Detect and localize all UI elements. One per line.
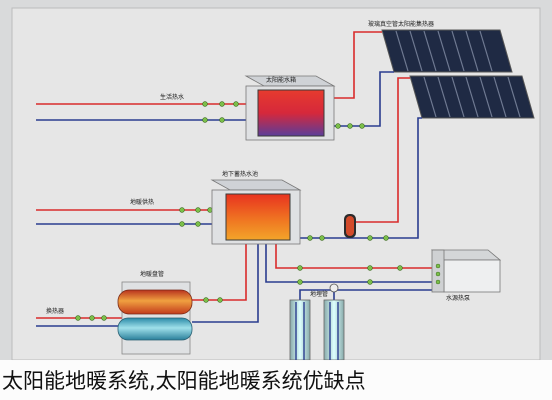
pipe-collector-hot-down bbox=[326, 40, 355, 99]
label-buried-pipe: 地埋管 bbox=[310, 290, 328, 298]
label-floor-heating-tank: 地下蓄热水池 bbox=[222, 170, 258, 178]
solar-water-tank: 太阳能水箱 生活热水 bbox=[160, 75, 336, 141]
pipe-well-link bbox=[299, 289, 436, 300]
solar-panel-bottom bbox=[409, 75, 535, 119]
pipe-collector-cold bbox=[326, 71, 394, 127]
label-domestic-hot-water: 生活热水 bbox=[160, 93, 184, 101]
label-heat-pump: 水源热泵 bbox=[446, 294, 470, 302]
well-right bbox=[323, 299, 345, 361]
pipe-collector-hot bbox=[353, 31, 382, 40]
pipe-collector-cold2 bbox=[290, 117, 422, 239]
expansion-vessel bbox=[344, 214, 356, 238]
cylinder-cold bbox=[117, 317, 193, 341]
heat-pump-unit: 水源热泵 bbox=[430, 249, 502, 302]
pipe-tank2-hot-right bbox=[275, 244, 436, 269]
label-solar-tank: 太阳能水箱 bbox=[266, 76, 296, 84]
floor-heating-storage-tank: 地下蓄热水池 地暖供热 bbox=[130, 170, 302, 245]
heat-exchanger-unit: 地暖盘管 换热器 bbox=[46, 270, 193, 355]
solar-collector-array: 玻璃真空管太阳能集热器 bbox=[368, 20, 535, 119]
pipe-tank2-hot-down bbox=[192, 244, 247, 301]
well-left bbox=[289, 299, 311, 361]
pipe-tank2-cold-right bbox=[265, 244, 436, 283]
cylinder-hot bbox=[117, 289, 193, 315]
caption-bar bbox=[0, 360, 552, 400]
label-floor-heating-coil: 地暖盘管 bbox=[140, 270, 164, 278]
solar-panel-top bbox=[381, 29, 513, 73]
label-floor-heating-supply: 地暖供热 bbox=[130, 198, 154, 206]
ground-wells: 地埋管 bbox=[289, 283, 345, 361]
caption-text: 太阳能地暖系统,太阳能地暖系统优缺点 bbox=[2, 369, 366, 393]
valves bbox=[75, 101, 403, 321]
label-solar-collector: 玻璃真空管太阳能集热器 bbox=[368, 20, 434, 28]
pipe-tank2-cold-down bbox=[192, 244, 259, 323]
label-exchanger: 换热器 bbox=[46, 307, 64, 315]
pipe-collector-hot2 bbox=[352, 77, 410, 223]
piping bbox=[36, 31, 437, 327]
pressure-gauge bbox=[329, 283, 339, 293]
